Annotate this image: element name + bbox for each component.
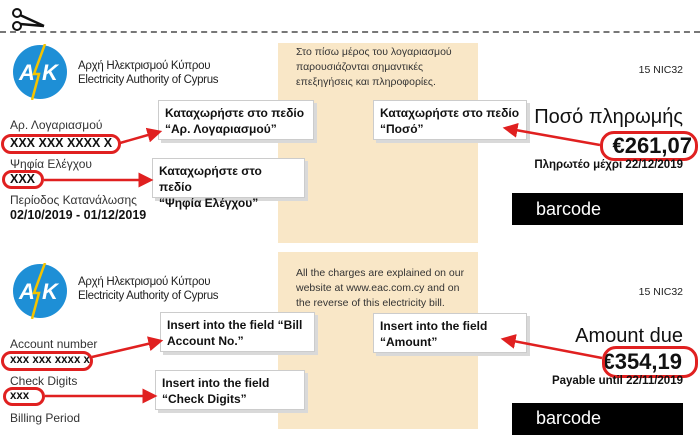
callout-text: “Ποσό” (380, 122, 424, 136)
callout-amount: Καταχωρήστε στο πεδίο “Ποσό” (373, 100, 527, 140)
callout-amount: Insert into the field “Amount” (373, 313, 527, 353)
callout-text: “Ψηφία Ελέγχου” (159, 196, 259, 210)
logo-greek-name: Αρχή Ηλεκτρισμού Κύπρου (78, 276, 211, 288)
arrow-account (119, 127, 163, 145)
nic-code: 15 NIC32 (638, 64, 683, 76)
callout-text: “Αρ. Λογαριασμού” (165, 122, 277, 136)
amount-label: Amount due (575, 325, 683, 347)
check-digits-label: Check Digits (10, 374, 78, 388)
amount-label: Ποσό πληρωμής (534, 106, 683, 128)
account-highlight (1, 134, 121, 154)
scissors-icon (10, 6, 46, 32)
amount-highlight (602, 346, 698, 378)
barcode: barcode (512, 193, 683, 225)
info-note-line: επεξηγήσεις και πληροφορίες. (296, 76, 436, 88)
callout-account: Insert into the field “Bill Account No.” (160, 312, 315, 352)
nic-code: 15 NIC32 (638, 286, 683, 298)
callout-check-digits: Καταχωρήστε στο πεδίο “Ψηφία Ελέγχου” (152, 158, 305, 210)
amount-value: €261,07 (612, 133, 692, 158)
period-label: Περίοδος Κατανάλωσης (10, 193, 137, 207)
period-label: Billing Period (10, 411, 81, 425)
due-date: Payable until 22/11/2019 (551, 375, 683, 387)
callout-text: Insert into the field “Bill (167, 318, 303, 332)
account-value: xxx xxx xxxx x (10, 354, 90, 366)
callout-text: Καταχωρήστε στο πεδίο (159, 164, 262, 194)
info-panel-top (278, 43, 478, 243)
amount-highlight (600, 131, 698, 161)
info-note-line: the reverse of this electricity bill. (296, 297, 445, 309)
logo-english-name: Electricity Authority of Cyprus (78, 290, 219, 302)
logo-english-name: Electricity Authority of Cyprus (78, 74, 219, 86)
cut-line (0, 31, 700, 33)
account-label: Account number (10, 337, 98, 351)
svg-text:A: A (18, 60, 35, 85)
callout-text: Account No.” (167, 334, 244, 348)
account-value: XXX XXX XXXX X (10, 136, 113, 150)
info-note-line: website at www.eac.com.cy and on (296, 282, 460, 294)
callout-text: “Check Digits” (162, 392, 247, 406)
callout-account: Καταχωρήστε στο πεδίο “Αρ. Λογαριασμού” (158, 100, 314, 140)
callout-text: Καταχωρήστε στο πεδίο (380, 106, 520, 120)
account-label: Αρ. Λογαριασμού (10, 118, 103, 132)
account-highlight (1, 351, 93, 371)
logo-greek-name: Αρχή Ηλεκτρισμού Κύπρου (78, 60, 211, 72)
check-digits-value: XXX (10, 172, 36, 186)
barcode: barcode (512, 403, 683, 435)
info-note-line: παρουσιάζονται σημαντικές (296, 61, 424, 73)
callout-check-digits: Insert into the field “Check Digits” (155, 370, 305, 410)
callout-text: Insert into the field (162, 376, 270, 390)
arrow-account (91, 336, 164, 359)
callout-text: “Amount” (380, 335, 438, 349)
check-digits-highlight (3, 387, 45, 406)
callout-text: Insert into the field (380, 319, 488, 333)
svg-text:A: A (18, 279, 35, 304)
svg-text:K: K (42, 279, 60, 304)
check-digits-highlight (2, 170, 44, 189)
svg-text:K: K (42, 60, 60, 85)
callout-text: Καταχωρήστε στο πεδίο (165, 106, 305, 120)
info-note-line: All the charges are explained on our (296, 267, 465, 279)
info-note-line: Στο πίσω μέρος του λογαριασμού (296, 46, 452, 58)
check-digits-label: Ψηφία Ελέγχου (10, 157, 92, 171)
period-value: 02/10/2019 - 01/12/2019 (10, 208, 147, 222)
due-date: Πληρωτέο μέχρι 22/12/2019 (534, 159, 683, 171)
